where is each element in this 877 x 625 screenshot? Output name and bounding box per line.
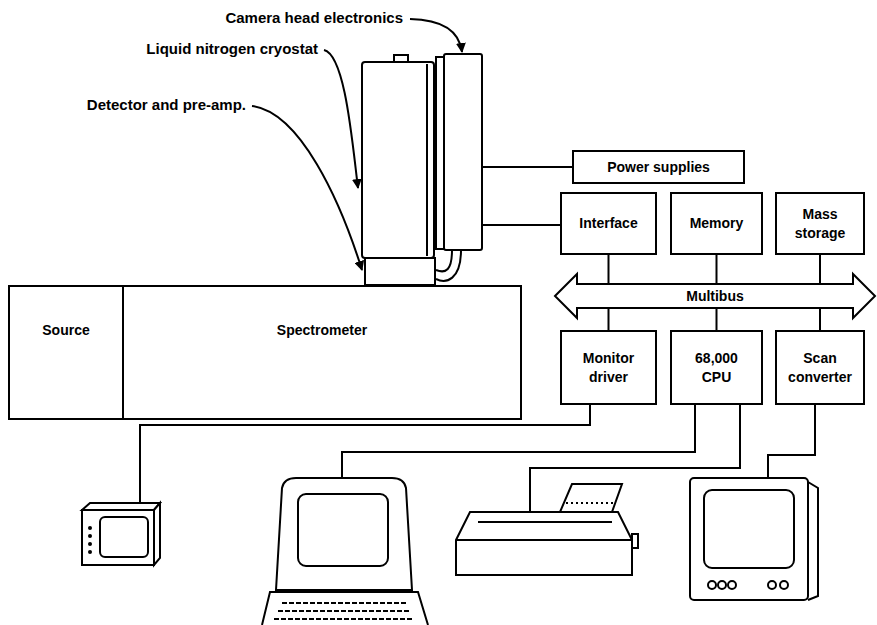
box-label: Memory: [690, 214, 744, 232]
callout-label: Liquid nitrogen cryostat: [146, 40, 318, 58]
display-monitor: [690, 478, 818, 600]
bus-arrow-outline: [555, 274, 875, 318]
callout-label: Camera head electronics: [225, 9, 403, 27]
display-knob: [768, 581, 776, 589]
paper-perforation: [566, 502, 616, 504]
display-front: [690, 478, 808, 600]
process-box: 68,000 CPU: [670, 330, 763, 405]
terminal-keyboard: [262, 592, 428, 625]
cryostat-edge: [426, 64, 428, 256]
printer-body: [456, 512, 632, 575]
terminal-screen: [298, 494, 388, 566]
monitor-knob: [88, 550, 92, 554]
monitor-knob: [88, 534, 92, 538]
bus-connector: [716, 308, 718, 330]
process-box: Source: [8, 285, 124, 420]
monitor-top: [82, 503, 160, 510]
keyboard-keys: [278, 610, 410, 612]
display-screen: [704, 490, 794, 568]
box-label: Spectrometer: [277, 321, 367, 339]
callout-label: Detector and pre-amp.: [87, 96, 246, 114]
display-side: [808, 482, 818, 600]
small-monitor: [82, 503, 160, 565]
keyboard-keys: [282, 602, 406, 604]
process-box: Monitor driver: [560, 330, 657, 405]
box-label: 68,000 CPU: [686, 349, 748, 385]
leader-line: [410, 19, 462, 52]
printer-paper: [560, 484, 622, 512]
cryostat-body: [362, 62, 434, 258]
box-label: Source: [42, 321, 89, 339]
keyboard-keys: [274, 618, 414, 620]
detector-housing: [365, 258, 435, 285]
display-knob: [780, 581, 788, 589]
monitor-front: [82, 510, 154, 565]
leader-line: [324, 50, 358, 188]
box-label: Power supplies: [607, 158, 710, 176]
bus-connector: [716, 255, 718, 284]
printer: [456, 484, 638, 575]
printer-edge: [456, 539, 632, 541]
monitor-knob: [88, 542, 92, 546]
monitor-knob: [88, 526, 92, 530]
bus-band: Multibus: [553, 272, 877, 320]
display-knob: [718, 581, 726, 589]
bus-connector: [608, 308, 610, 330]
box-label: Interface: [579, 214, 637, 232]
box-label: Monitor driver: [568, 349, 649, 385]
bus-connector: [819, 308, 821, 330]
monitor-screen: [100, 517, 148, 557]
box-label: Scan converter: [783, 349, 857, 385]
terminal: [262, 478, 428, 625]
bus-connector: [608, 255, 610, 284]
cryostat-cap: [394, 55, 408, 62]
display-knob: [708, 581, 716, 589]
leader-line: [252, 106, 362, 270]
process-box: Interface: [560, 192, 657, 255]
printer-slot: [478, 521, 612, 523]
electronics-box: [444, 54, 482, 250]
process-box: Memory: [670, 192, 763, 255]
process-box: Power supplies: [572, 150, 745, 184]
terminal-housing: [276, 478, 412, 590]
camera-cable: [436, 250, 461, 281]
power-wire: [482, 166, 572, 168]
bus-connector: [819, 255, 821, 284]
camera-cable: [436, 250, 452, 271]
process-box: Scan converter: [775, 330, 865, 405]
process-box: Spectrometer: [122, 285, 522, 420]
process-box: Mass storage: [775, 192, 865, 255]
display-wire: [768, 405, 815, 478]
box-label: Mass storage: [783, 205, 857, 241]
box-label: Multibus: [686, 287, 744, 305]
display-knob: [728, 581, 736, 589]
camera-head: [362, 54, 482, 285]
electronics-mount: [436, 57, 444, 249]
printer-knob: [632, 534, 638, 548]
interface-wire: [482, 224, 560, 226]
